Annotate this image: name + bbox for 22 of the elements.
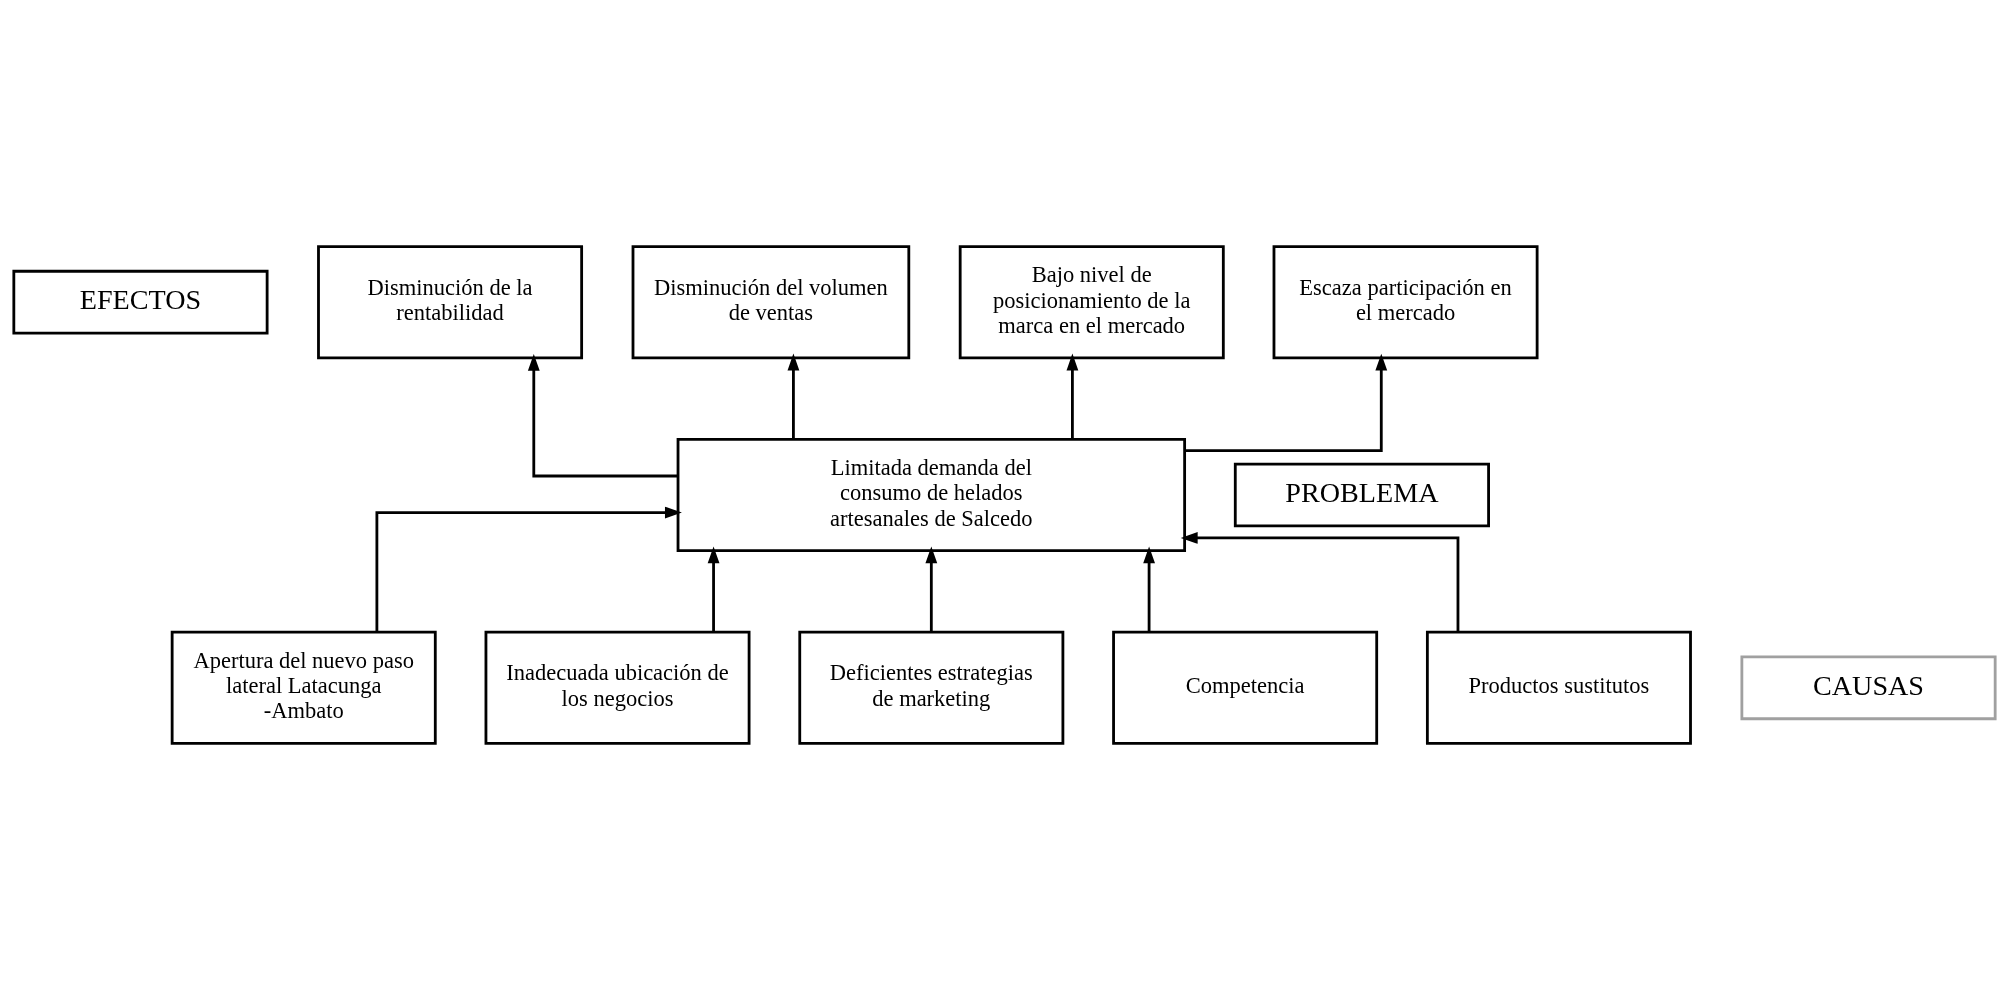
arrow bbox=[527, 353, 678, 477]
node-box: Productos sustitutos bbox=[1425, 630, 1692, 745]
node-box: Escaza participación en el mercado bbox=[1272, 244, 1539, 359]
arrow bbox=[707, 545, 720, 632]
arrow bbox=[375, 506, 682, 632]
node-box: Bajo nivel de posicionamiento de la marca en el mercado bbox=[958, 244, 1225, 359]
arrow bbox=[787, 353, 800, 439]
arrow bbox=[1185, 353, 1388, 452]
node-box: Apertura del nuevo paso lateral Latacunga -Ambato bbox=[170, 630, 437, 745]
node-box: Limitada demanda del consumo de helados artesanales de Salcedo bbox=[676, 437, 1187, 552]
node-box: Competencia bbox=[1112, 630, 1379, 745]
node-box: Deficientes estrategias de marketing bbox=[798, 630, 1065, 745]
arrow bbox=[1143, 545, 1155, 632]
node-box: Disminución del volumen de ventas bbox=[631, 244, 911, 359]
arrow bbox=[1066, 353, 1079, 439]
node-box: CAUSAS bbox=[1740, 654, 1997, 720]
node-box: PROBLEMA bbox=[1233, 462, 1490, 527]
arrow bbox=[1180, 531, 1460, 632]
arrow bbox=[925, 545, 938, 632]
node-box: EFECTOS bbox=[12, 269, 269, 335]
node-box: Inadecuada ubicación de los negocios bbox=[484, 630, 751, 745]
node-box: Disminución de la rentabilidad bbox=[317, 244, 584, 359]
